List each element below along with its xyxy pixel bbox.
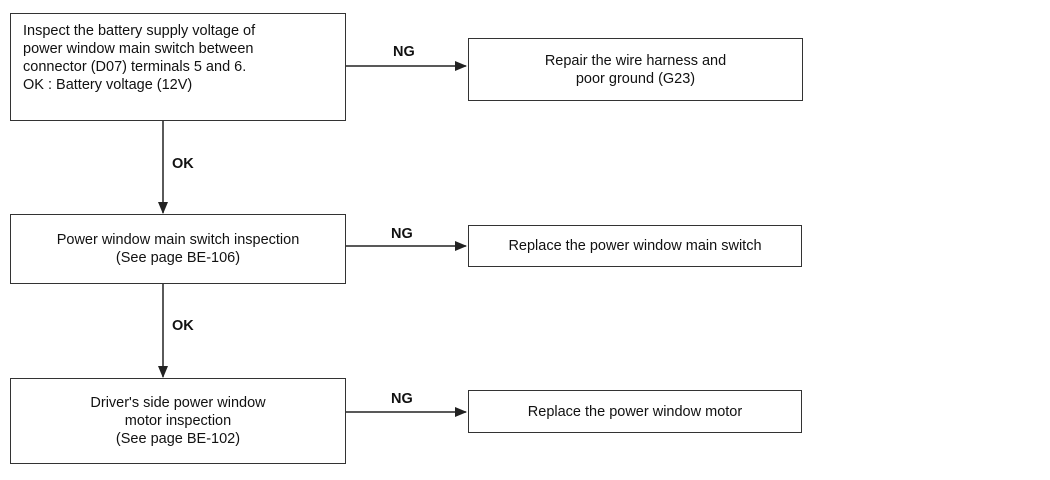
step-3-line-3: (See page BE-102)	[115, 431, 241, 447]
step-2-ok-label: OK	[172, 318, 194, 334]
step-1-line-2: power window main switch between	[23, 41, 254, 57]
step-3-inspection-box: Driver's side power window motor inspect…	[10, 378, 346, 464]
step-2-inspection-box: Power window main switch inspection (See…	[10, 214, 346, 284]
step-1-inspection-box: Inspect the battery supply voltage of po…	[10, 13, 346, 121]
step-1-line-4: OK : Battery voltage (12V)	[23, 77, 193, 93]
step-3-ng-label: NG	[391, 391, 413, 407]
step-1-ng-action-line-1: Repair the wire harness and	[544, 52, 727, 69]
step-1-ok-label: OK	[172, 156, 194, 172]
step-3-line-1: Driver's side power window	[90, 395, 266, 411]
step-2-ng-label: NG	[391, 226, 413, 242]
step-2-ng-action-line-1: Replace the power window main switch	[508, 238, 762, 254]
step-1-ng-action-line-2: poor ground (G23)	[575, 70, 696, 87]
step-3-ng-action-line-1: Replace the power window motor	[527, 403, 743, 420]
step-1-line-1: Inspect the battery supply voltage of	[23, 23, 256, 39]
step-2-line-2: (See page BE-106)	[115, 250, 241, 266]
step-2-ng-action-box: Replace the power window main switch	[468, 225, 802, 267]
step-1-ng-action-box: Repair the wire harness and poor ground …	[468, 38, 803, 101]
step-1-ng-label: NG	[393, 44, 415, 60]
step-2-line-1: Power window main switch inspection	[56, 232, 300, 248]
step-3-ng-action-box: Replace the power window motor	[468, 390, 802, 433]
step-3-line-2: motor inspection	[124, 413, 232, 429]
step-1-line-3: connector (D07) terminals 5 and 6.	[23, 59, 247, 75]
